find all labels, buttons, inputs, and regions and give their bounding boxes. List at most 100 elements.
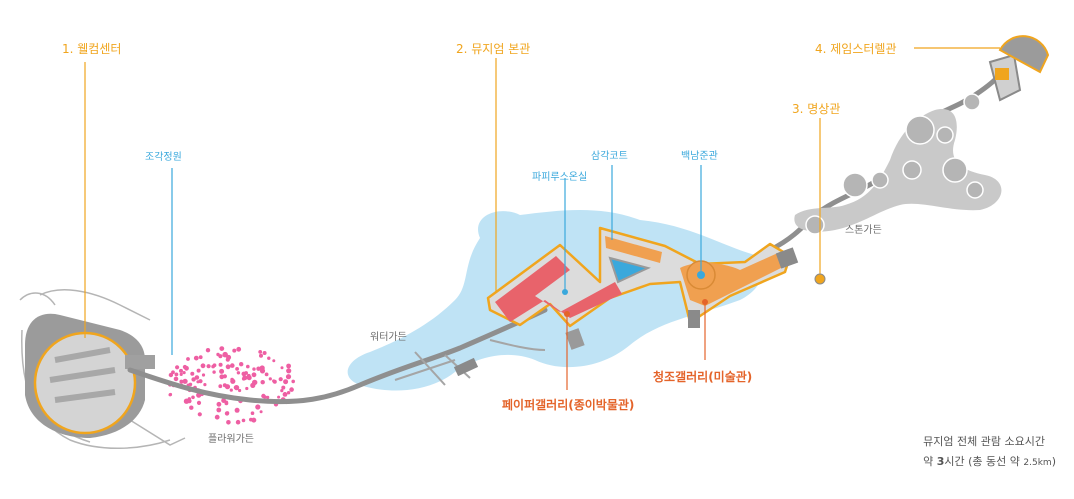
flower-dot	[242, 375, 248, 381]
flower-dot	[277, 395, 281, 399]
label-turrell-hall: 4. 제임스터렐관	[815, 42, 897, 56]
flower-dot	[226, 411, 230, 415]
flower-dot	[212, 370, 216, 374]
flower-dot	[179, 379, 184, 384]
flower-dot	[174, 372, 179, 377]
label-museum-main: 2. 뮤지엄 본관	[456, 42, 531, 56]
flower-dot	[175, 365, 180, 370]
flower-dot	[285, 374, 292, 380]
flower-dot	[251, 372, 257, 378]
water-garden-walkway	[394, 339, 546, 386]
flower-dot	[168, 392, 173, 397]
museum-main-building	[486, 226, 799, 350]
flower-dot	[286, 391, 291, 395]
flower-dot	[238, 388, 242, 393]
flower-dot	[261, 393, 266, 399]
flower-dot	[286, 368, 292, 374]
flower-dot	[225, 364, 231, 370]
flower-dot	[193, 355, 199, 361]
flower-dot	[226, 420, 231, 425]
flower-dot	[196, 400, 202, 405]
flower-dot	[262, 351, 267, 355]
flower-dot	[268, 377, 272, 381]
flower-dot	[291, 379, 296, 384]
label-stone-garden: 스톤가든	[845, 225, 882, 236]
flower-dot	[281, 385, 286, 390]
viewing-time-line2: 약 3시간 (총 동선 약 2.5km)	[923, 455, 1056, 468]
flower-dot	[194, 375, 200, 380]
viewing-time-note: 뮤지엄 전체 관람 소요시간 약 3시간 (총 동선 약 2.5km)	[923, 432, 1056, 473]
flower-dot	[191, 395, 195, 400]
flower-dot	[259, 353, 263, 358]
flower-dot	[236, 346, 242, 352]
flower-dot	[186, 357, 190, 361]
flower-dot	[264, 372, 269, 377]
flower-dot	[216, 352, 220, 357]
flower-dot	[289, 387, 294, 392]
flower-dot	[216, 407, 222, 413]
flower-dot	[278, 377, 283, 382]
label-markers	[562, 271, 826, 317]
flower-dot	[230, 377, 234, 382]
flower-dot	[196, 368, 201, 373]
flower-dot	[206, 364, 211, 369]
flower-dot	[259, 368, 266, 374]
welcome-center-building	[25, 313, 155, 438]
label-paper-gallery: 페이퍼갤러리(종이박물관)	[502, 398, 635, 412]
viewing-time-line1: 뮤지엄 전체 관람 소요시간	[923, 435, 1045, 448]
flower-dot	[196, 380, 200, 384]
flower-dot	[260, 380, 265, 385]
label-flower-garden: 플라워가든	[208, 434, 254, 445]
flower-dot	[241, 418, 246, 423]
flower-dot	[280, 389, 284, 393]
flower-dot	[232, 348, 237, 353]
flower-dot	[214, 414, 220, 420]
flower-dot	[219, 374, 225, 380]
flower-dot	[225, 357, 230, 362]
flower-dot	[219, 346, 225, 351]
flower-dot	[272, 359, 276, 363]
flower-dot	[190, 371, 195, 376]
label-triangle-court: 삼각코트	[591, 151, 628, 162]
label-papyrus-room: 파피루스온실	[532, 172, 588, 183]
flower-dot	[229, 388, 233, 392]
flower-dot	[245, 386, 249, 391]
flower-dot	[219, 368, 225, 374]
flower-dot	[241, 371, 247, 377]
flower-dot	[201, 373, 206, 377]
flower-dot	[182, 378, 188, 384]
flower-dot	[259, 410, 263, 414]
stone-garden-area	[794, 93, 1002, 235]
flower-dot	[246, 375, 252, 381]
flower-dot	[251, 417, 257, 423]
flower-dot	[205, 348, 211, 353]
flower-dot	[222, 351, 228, 358]
flower-dot	[235, 367, 240, 371]
flower-dot	[183, 398, 190, 404]
flower-dot	[258, 350, 263, 354]
flower-dot	[211, 364, 215, 369]
flower-dot	[267, 356, 271, 360]
label-meditation-hall: 3. 명상관	[792, 102, 841, 116]
flower-dot	[251, 383, 255, 387]
flower-dot	[189, 405, 194, 410]
flower-dot	[256, 366, 261, 371]
flower-dot	[266, 395, 270, 399]
flower-dot	[173, 376, 179, 382]
flower-dot	[252, 367, 256, 371]
flower-dot	[179, 368, 183, 373]
label-cheongjo-gallery: 청조갤러리(미술관)	[653, 370, 753, 384]
flower-dot	[218, 384, 223, 389]
flower-dot	[283, 379, 289, 385]
flower-dot	[246, 364, 250, 369]
flower-dot	[236, 371, 241, 375]
flower-dot	[197, 412, 202, 417]
flower-dot	[272, 379, 276, 383]
label-water-garden: 워터가든	[370, 332, 407, 343]
flower-dot	[182, 364, 187, 370]
flower-dot	[179, 372, 183, 376]
flower-dot	[230, 363, 235, 368]
flower-dot	[188, 382, 193, 387]
flower-dot	[250, 411, 255, 416]
